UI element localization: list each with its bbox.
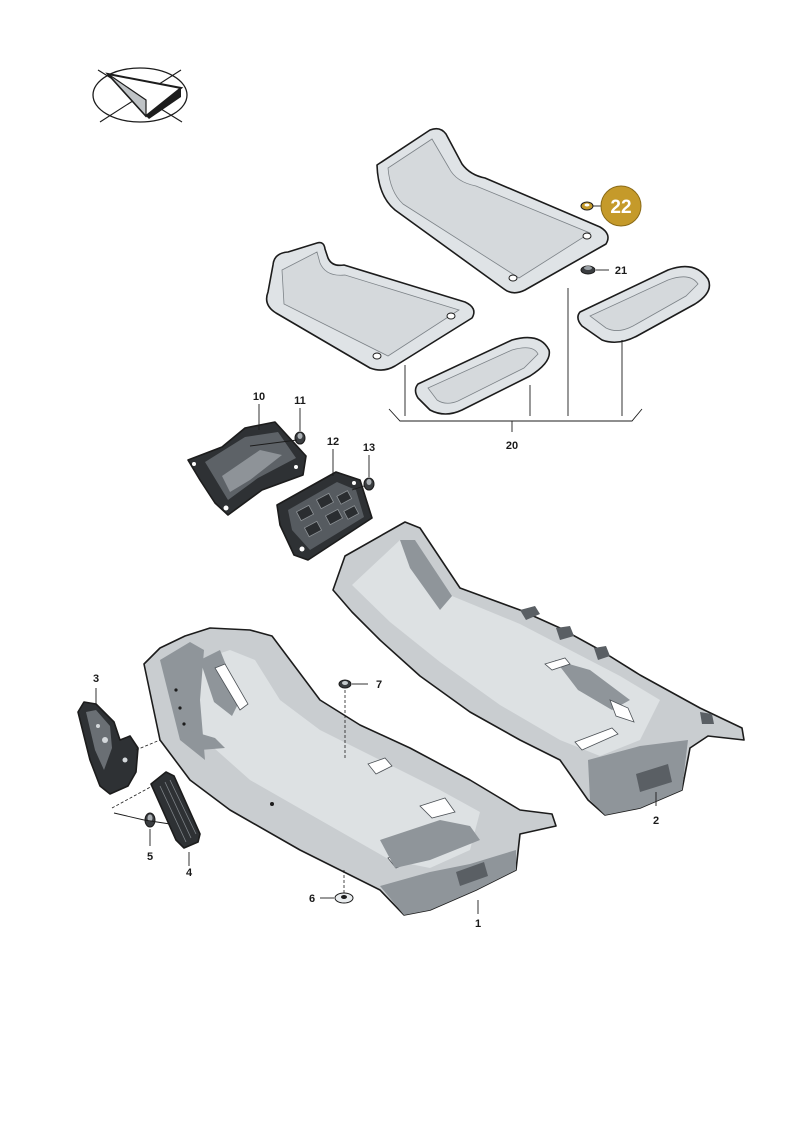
callout-12[interactable]: 12 (327, 436, 339, 448)
callout-5[interactable]: 5 (147, 851, 153, 863)
clip-22[interactable] (580, 201, 602, 211)
clip-21[interactable] (580, 265, 609, 275)
callout-20-bracket (388, 288, 643, 432)
carpet-front-1[interactable] (143, 627, 557, 916)
floor-mat-rear-right[interactable] (577, 265, 711, 344)
callout-3[interactable]: 3 (93, 673, 99, 685)
callout-11[interactable]: 11 (294, 395, 306, 407)
clip-6[interactable] (320, 870, 354, 904)
insulation-part-12[interactable] (276, 449, 373, 561)
clip-11[interactable] (249, 408, 306, 447)
clip-7[interactable] (338, 679, 368, 760)
pedal-insulation-3[interactable] (77, 688, 161, 809)
floor-mat-rear-left[interactable] (414, 336, 551, 415)
carpet-rear-2[interactable] (332, 521, 745, 816)
callout-2[interactable]: 2 (653, 815, 659, 827)
floor-mat-front-right[interactable] (376, 127, 609, 294)
pedal-pad-4[interactable] (150, 771, 201, 866)
callout-13[interactable]: 13 (363, 442, 375, 454)
direction-arrow-icon (92, 67, 188, 123)
callout-4[interactable]: 4 (186, 867, 193, 879)
callout-labels: 1 2 3 4 5 6 7 10 11 12 13 20 21 (93, 265, 659, 930)
callout-6[interactable]: 6 (309, 893, 315, 905)
callout-22[interactable]: 22 (610, 197, 631, 218)
callout-21[interactable]: 21 (615, 265, 627, 277)
clip-13[interactable] (351, 455, 375, 491)
highlight-circle (600, 185, 642, 227)
callout-10[interactable]: 10 (253, 391, 265, 403)
callout-7[interactable]: 7 (376, 679, 382, 691)
floor-mat-front-left[interactable] (265, 241, 475, 371)
clip-5[interactable] (113, 812, 171, 846)
callout-1[interactable]: 1 (475, 918, 481, 930)
insulation-part-10[interactable] (187, 404, 307, 516)
callout-22-highlight[interactable]: 22 (600, 185, 642, 227)
callout-20[interactable]: 20 (506, 440, 518, 452)
